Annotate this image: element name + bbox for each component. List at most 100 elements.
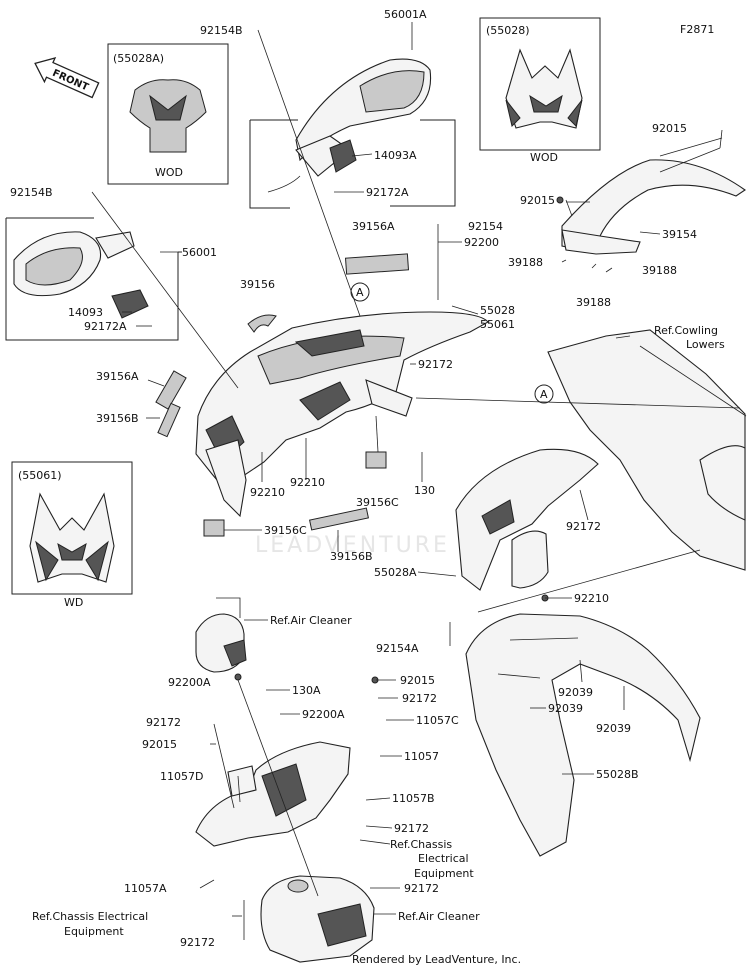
label-92172: 92172 <box>180 936 215 949</box>
pad-39156A <box>344 253 410 275</box>
mirror-56001-group <box>5 217 182 341</box>
inset-55061: (55061) WD <box>11 461 133 609</box>
label-39156A: 39156A <box>352 220 395 233</box>
label-92015: 92015 <box>520 194 555 207</box>
watermark: LEADVENTURE <box>255 533 450 558</box>
label-92210: 92210 <box>290 476 325 489</box>
cowling-lowers-reference <box>547 329 747 571</box>
label-92015: 92015 <box>652 122 687 135</box>
label-92172: 92172 <box>418 358 453 371</box>
label-11057A: 11057A <box>124 882 167 895</box>
pad-39156C-left <box>203 519 225 537</box>
label-39156C: 39156C <box>356 496 399 509</box>
windshield-39154 <box>561 129 746 255</box>
inset-55028: (55028) WOD <box>479 17 601 164</box>
label-39156C: 39156C <box>264 524 307 537</box>
label-92015: 92015 <box>400 674 435 687</box>
label-ref-chassis: Ref.Chassis <box>390 838 452 851</box>
label-92154B: 92154B <box>200 24 243 37</box>
label-92210: 92210 <box>250 486 285 499</box>
meter-cover-55028A <box>455 448 599 591</box>
label-130A: 130A <box>292 684 321 697</box>
inset-caption: WOD <box>530 151 558 164</box>
label-55028B: 55028B <box>596 768 639 781</box>
label-92039: 92039 <box>558 686 593 699</box>
label-56001: 56001 <box>182 246 217 259</box>
label-11057: 11057 <box>404 750 439 763</box>
pad-39156B-left <box>157 402 181 438</box>
inset-code: (55061) <box>18 469 62 482</box>
inset-code: (55028) <box>486 24 530 37</box>
pad-39156B-bottom <box>309 507 369 531</box>
label-92210: 92210 <box>574 592 609 605</box>
label-14093: 14093 <box>68 306 103 319</box>
label-39156B: 39156B <box>330 550 373 563</box>
label-39154: 39154 <box>662 228 697 241</box>
reference-marker-a1: A <box>350 282 370 302</box>
front-arrow-icon: FRONT <box>34 57 100 99</box>
label-92172: 92172 <box>566 520 601 533</box>
label-92200A: 92200A <box>168 676 211 689</box>
label-11057C: 11057C <box>416 714 459 727</box>
label-92172A: 92172A <box>84 320 127 333</box>
air-cleaner-ref-bottom <box>260 875 375 963</box>
label-ref-cowling: Ref.Cowling <box>654 324 718 337</box>
label-ref-cowling-lowers: Lowers <box>686 338 725 351</box>
diagram-code: F2871 <box>680 23 714 36</box>
label-92172: 92172 <box>402 692 437 705</box>
label-ref-air-cleaner: Ref.Air Cleaner <box>398 910 480 923</box>
label-39188: 39188 <box>576 296 611 309</box>
label-92154: 92154 <box>468 220 503 233</box>
ref-a-label: A <box>356 286 364 299</box>
label-ref-air-cleaner: Ref.Air Cleaner <box>270 614 352 627</box>
label-55028A: 55028A <box>374 566 417 579</box>
label-92172: 92172 <box>146 716 181 729</box>
label-ref-chassis-electrical: Electrical <box>418 852 469 865</box>
label-92039: 92039 <box>548 702 583 715</box>
label-ref-chassis-electrical: Ref.Chassis Electrical <box>32 910 148 923</box>
pad-39156C-mid <box>365 451 387 469</box>
label-ref-chassis-equipment: Equipment <box>64 925 124 938</box>
label-56001A: 56001A <box>384 8 427 21</box>
label-92172: 92172 <box>404 882 439 895</box>
inset-code: (55028A) <box>113 52 164 65</box>
inset-55028A: (55028A) WOD <box>107 43 229 185</box>
leader-lines <box>91 22 741 940</box>
label-92172A: 92172A <box>366 186 409 199</box>
reference-marker-a2: A <box>534 384 554 404</box>
label-39188: 39188 <box>508 256 543 269</box>
inner-cowl-55028B <box>465 613 701 857</box>
label-11057D: 11057D <box>160 770 203 783</box>
small-parts <box>155 196 613 684</box>
upper-cowling-55028 <box>195 311 489 518</box>
label-39156B: 39156B <box>96 412 139 425</box>
footer-credit: Rendered by LeadVenture, Inc. <box>352 953 521 966</box>
label-39188: 39188 <box>642 264 677 277</box>
label-39156A: 39156A <box>96 370 139 383</box>
pad-39156 <box>247 314 277 333</box>
label-92172: 92172 <box>394 822 429 835</box>
mirror-56001A-group <box>249 58 456 209</box>
label-55028: 55028 <box>480 304 515 317</box>
label-92039: 92039 <box>596 722 631 735</box>
label-92200: 92200 <box>464 236 499 249</box>
label-92015: 92015 <box>142 738 177 751</box>
inset-caption: WOD <box>155 166 183 179</box>
bracket-11057 <box>195 741 351 847</box>
label-55061: 55061 <box>480 318 515 331</box>
air-cleaner-ref-top <box>195 597 247 673</box>
inset-caption: WD <box>64 596 83 609</box>
label-92200A: 92200A <box>302 708 345 721</box>
pad-39156A-left <box>155 370 187 410</box>
label-92154A: 92154A <box>376 642 419 655</box>
part-labels: 92154B 56001A 14093A 92172A 92015 92015 … <box>10 8 725 949</box>
label-11057B: 11057B <box>392 792 435 805</box>
label-39156: 39156 <box>240 278 275 291</box>
label-14093A: 14093A <box>374 149 417 162</box>
label-92154B: 92154B <box>10 186 53 199</box>
label-130: 130 <box>414 484 435 497</box>
label-ref-chassis-equipment: Equipment <box>414 867 474 880</box>
ref-a-label: A <box>540 388 548 401</box>
